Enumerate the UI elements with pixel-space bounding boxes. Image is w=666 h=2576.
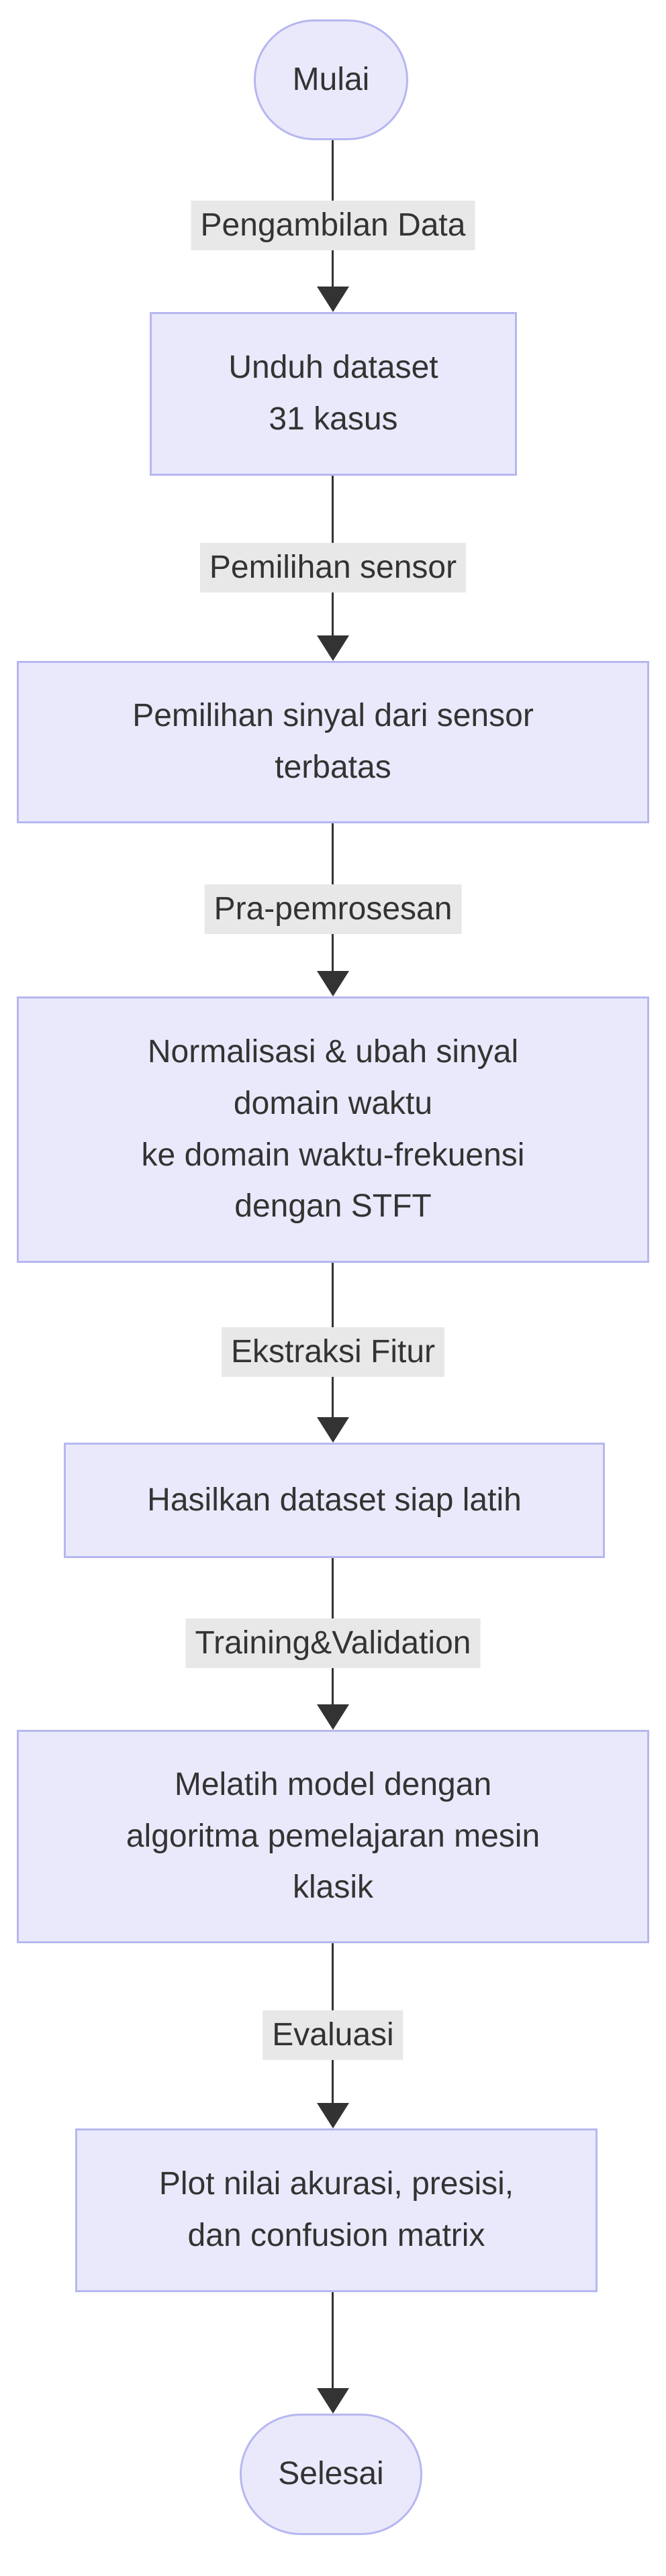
arrowhead-icon [317,971,349,996]
arrowhead-icon [317,1417,349,1443]
node-label: Mulai [292,61,370,97]
node-melatih-model: Melatih model dengan algoritma pemelajar… [17,1730,649,1943]
flow-line [332,2292,334,2391]
edge-label-evaluasi: Evaluasi [263,2010,403,2061]
node-label: Normalisasi & ubah sinyal domain waktu k… [141,1033,525,1225]
arrowhead-icon [317,2388,349,2414]
arrowhead-icon [317,2103,349,2128]
edge-label-pengambilan-data: Pengambilan Data [191,201,475,251]
edge-label-training-validation: Training&Validation [185,1618,481,1669]
edge-label-ekstraksi-fitur: Ekstraksi Fitur [221,1327,445,1378]
node-end-selesai: Selesai [240,2414,422,2535]
arrowhead-icon [317,287,349,312]
node-hasilkan-dataset: Hasilkan dataset siap latih [64,1443,605,1558]
edge-label-pra-pemrosesan: Pra-pemrosesan [204,884,462,935]
node-label: Hasilkan dataset siap latih [147,1482,522,1518]
arrowhead-icon [317,635,349,661]
node-label: Selesai [278,2456,384,2492]
node-label: Plot nilai akurasi, presisi, dan confusi… [158,2166,514,2253]
edge-label-pemilihan-sensor: Pemilihan sensor [199,543,467,593]
node-label: Pemilihan sinyal dari sensor terbatas [132,698,534,785]
node-plot-akurasi: Plot nilai akurasi, presisi, dan confusi… [75,2128,598,2292]
arrowhead-icon [317,1704,349,1730]
node-label: Unduh dataset 31 kasus [228,350,438,437]
node-normalisasi-stft: Normalisasi & ubah sinyal domain waktu k… [17,996,649,1263]
node-pemilihan-sinyal: Pemilihan sinyal dari sensor terbatas [17,661,649,823]
node-unduh-dataset: Unduh dataset 31 kasus [150,312,517,476]
node-start-mulai: Mulai [254,19,408,140]
node-label: Melatih model dengan algoritma pemelajar… [126,1766,540,1906]
